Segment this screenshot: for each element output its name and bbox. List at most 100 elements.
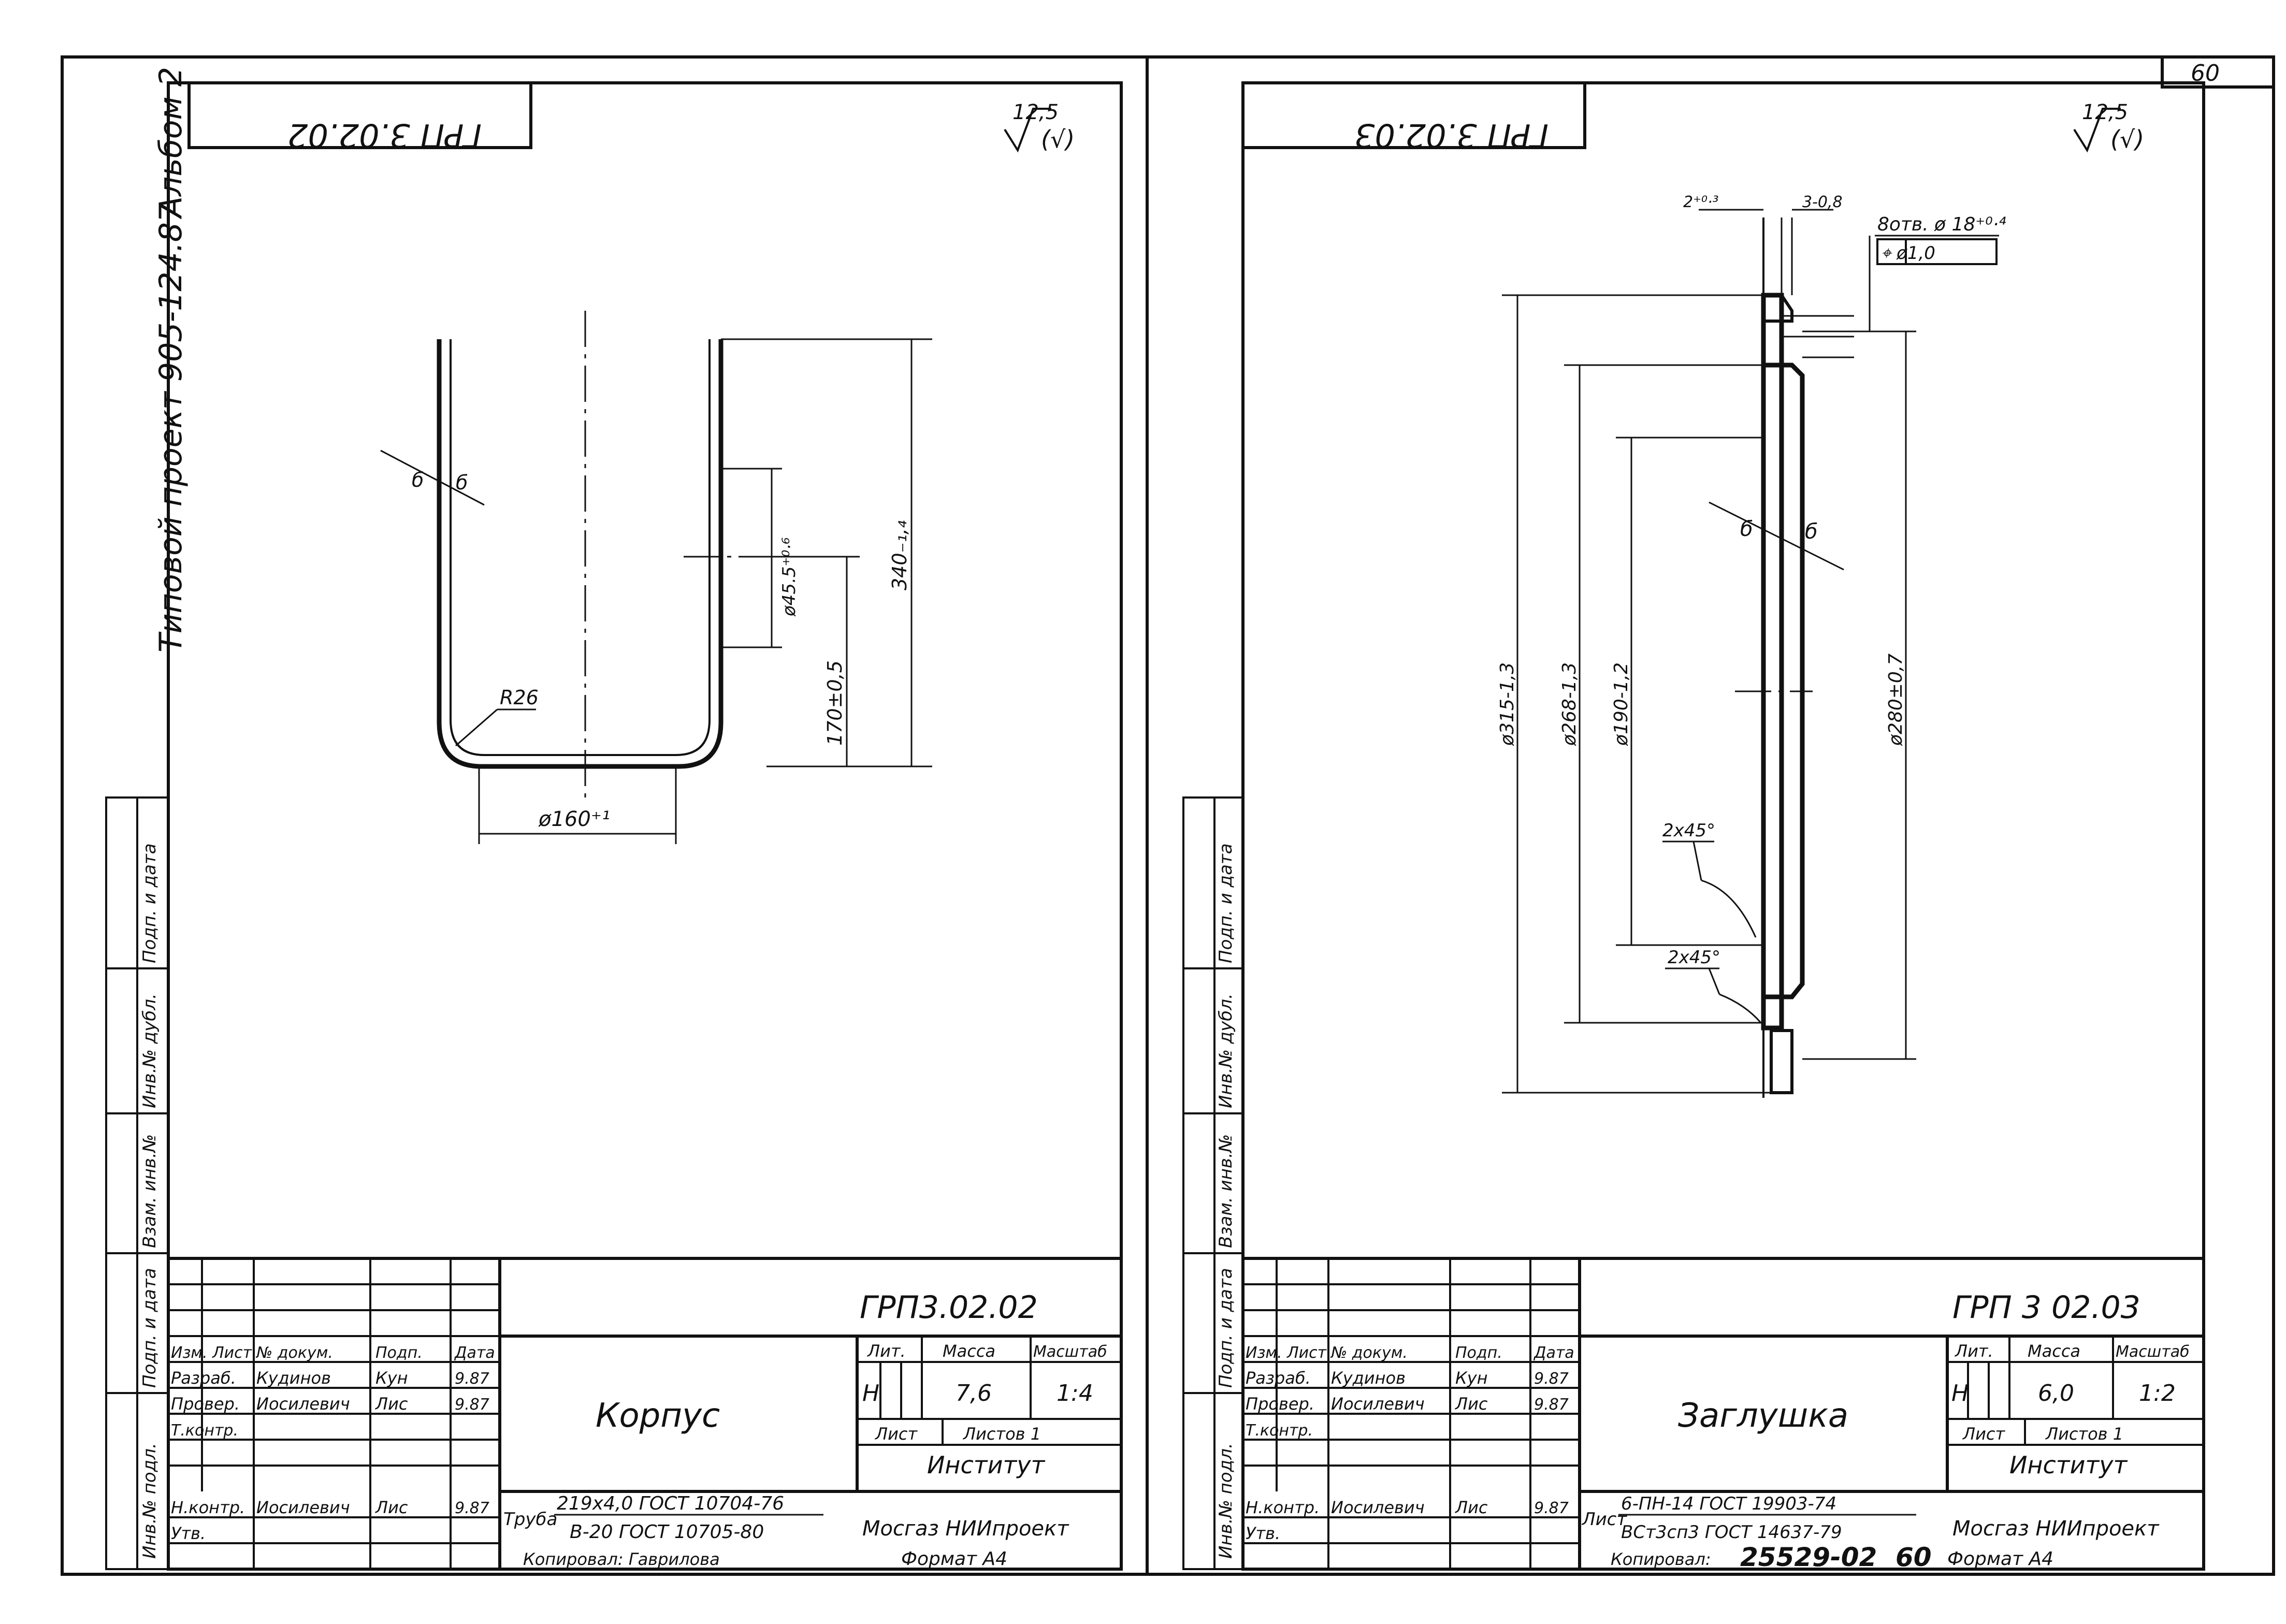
lt-name-4: Иосилевич (256, 1498, 350, 1517)
right-code-rotated: ГРП 3.02.03 (1354, 117, 1549, 154)
lt-org-2: Мосгаз НИИпроект (862, 1517, 1069, 1541)
rt-copy-sheet: 60 (1896, 1542, 1932, 1572)
left-height-hole: 170±0,5 (823, 660, 846, 746)
rt-lit: Н (1951, 1380, 1969, 1407)
rt-sign-0: Подп. (1455, 1344, 1502, 1362)
r-strip-replace: Взам. инв.№ (1216, 1134, 1236, 1248)
left-roughness-icon (1004, 108, 1051, 153)
rt-mass-header: Масса (2028, 1341, 2080, 1361)
lt-sign-0: Подп. (375, 1344, 423, 1362)
rt-sign-1: Кун (1455, 1368, 1488, 1388)
right-position: ⌖ ø1,0 (1881, 243, 1935, 264)
lt-mass-header: Масса (943, 1341, 995, 1361)
rt-sign-4: Лис (1455, 1498, 1488, 1517)
right-d3: ø190-1,2 (1611, 662, 1632, 746)
left-wall-mark-a: б (412, 469, 424, 491)
right-chamfer-2: 2x45° (1668, 947, 1720, 968)
left-code-rotated: ГРП 3.02.02 (287, 117, 482, 154)
left-hole-dim: ø45.5⁺⁰·⁶ (779, 537, 800, 617)
lt-scale: 1:4 (1057, 1380, 1093, 1407)
rt-scale-header: Масштаб (2116, 1343, 2190, 1361)
r-strip-sign-date-2: Подп. и дата (1216, 843, 1236, 963)
housing-outer (437, 339, 724, 769)
left-diameter: ø160⁺¹ (538, 807, 610, 831)
rt-scale: 1:2 (2139, 1380, 2176, 1407)
rt-role-2: Провер. (1246, 1394, 1314, 1414)
right-code-box (1241, 81, 1586, 149)
left-title-block: Изм. Лист № докум. Подп. Дата Разраб. Ку… (168, 1257, 1121, 1570)
left-drawing: Инв.№ подл. Подп. и дата Взам. инв.№ Инв… (105, 81, 1123, 1571)
lt-code: ГРП3.02.02 (860, 1289, 1038, 1326)
lt-sheet-label: Лист (875, 1424, 918, 1444)
outer-frame (61, 55, 2275, 1576)
r-strip-inv: Инв.№ подл. (1216, 1443, 1236, 1559)
lt-name-2: Иосилевич (256, 1394, 350, 1414)
lt-format: Формат А4 (901, 1548, 1007, 1570)
lt-name-0: № докум. (255, 1344, 333, 1362)
right-position-frame (1876, 238, 1998, 265)
rt-code: ГРП 3 02.03 (1952, 1289, 2140, 1326)
rt-name-4: Иосилевич (1331, 1498, 1425, 1517)
right-d2: ø268-1,3 (1559, 662, 1580, 746)
lt-name-1: Кудинов (256, 1368, 331, 1388)
right-wall-mark-b: б (1805, 520, 1818, 544)
sheet-number-box (2161, 55, 2275, 89)
rt-part-name: Заглушка (1678, 1397, 1848, 1435)
rt-sign-2: Лис (1455, 1394, 1488, 1414)
rt-date-2: 9.87 (1534, 1396, 1569, 1414)
rt-role-1: Разраб. (1246, 1368, 1311, 1388)
lt-role-0: Изм. Лист (171, 1344, 253, 1362)
left-wall-mark-b: б (456, 471, 468, 494)
rt-name-0: № докум. (1330, 1344, 1408, 1362)
strip-replace: Взам. инв.№ (139, 1134, 160, 1248)
lt-date-2: 9.87 (455, 1396, 489, 1414)
rt-name-1: Кудинов (1331, 1368, 1406, 1388)
rt-role-5: Утв. (1246, 1524, 1280, 1543)
lt-lit: Н (862, 1380, 879, 1407)
lt-role-2: Провер. (171, 1394, 240, 1414)
lt-material-1: 219х4,0 ГОСТ 10704-76 (557, 1493, 784, 1514)
r-strip-dup: Инв.№ дубл. (1216, 993, 1236, 1108)
right-side-strip (1182, 796, 1244, 1570)
lt-role-5: Утв. (171, 1524, 206, 1543)
rt-lit-header: Лит. (1955, 1341, 1993, 1361)
lt-sign-2: Лис (375, 1394, 408, 1414)
plug-ring-upper (1761, 293, 1784, 1031)
rt-name-2: Иосилевич (1331, 1394, 1425, 1414)
right-thick-b: 3-0,8 (1802, 193, 1843, 211)
lt-material-prefix: Труба (503, 1509, 557, 1530)
right-roughness-symbol: (√) (2110, 125, 2144, 153)
lt-scale-header: Масштаб (1033, 1343, 1107, 1361)
plug-ring-lower (1770, 1029, 1793, 1094)
right-chamfer-1: 2x45° (1662, 820, 1715, 841)
strip-sign-date-2: Подп. и дата (139, 843, 160, 963)
right-drawing: Инв.№ подл. Подп. и дата Взам. инв.№ Инв… (1182, 81, 2205, 1572)
rt-material-1: 6-ПН-14 ГОСТ 19903-74 (1621, 1494, 1836, 1514)
right-roughness-icon (2073, 108, 2121, 153)
rt-copy-number: 25529-02 (1740, 1542, 1877, 1572)
rt-org-2: Мосгаз НИИпроект (1952, 1517, 2160, 1541)
lt-date-0: Дата (454, 1344, 495, 1362)
right-roughness-value: 12,5 (2082, 100, 2128, 124)
left-code-box (187, 81, 532, 149)
rt-copied: Копировал: (1611, 1549, 1711, 1569)
lt-part-name: Корпус (596, 1397, 720, 1435)
left-roughness-symbol: (√) (1041, 125, 1075, 153)
rt-date-4: 9.87 (1534, 1499, 1569, 1517)
lt-sign-4: Лис (375, 1498, 408, 1517)
right-holes: 8отв. ø 18⁺⁰·⁴ (1877, 214, 2006, 235)
lt-sign-1: Кун (375, 1368, 408, 1388)
right-thick-a: 2⁺⁰·³ (1683, 193, 1719, 211)
lt-role-3: Т.контр. (171, 1422, 238, 1440)
lt-lit-header: Лит. (867, 1341, 906, 1361)
strip-sign-date: Подп. и дата (139, 1268, 160, 1388)
rt-sheets-label: Листов 1 (2045, 1424, 2123, 1444)
rt-role-0: Изм. Лист (1246, 1344, 1327, 1362)
lt-date-1: 9.87 (455, 1370, 489, 1388)
rt-material-2: ВСт3сп3 ГОСТ 14637-79 (1621, 1522, 1842, 1543)
rt-role-3: Т.контр. (1246, 1422, 1313, 1440)
series-label: Типовой проект 905-124.87 (153, 202, 189, 653)
lt-org-1: Институт (927, 1451, 1045, 1479)
lt-sheets-label: Листов 1 (963, 1424, 1041, 1444)
